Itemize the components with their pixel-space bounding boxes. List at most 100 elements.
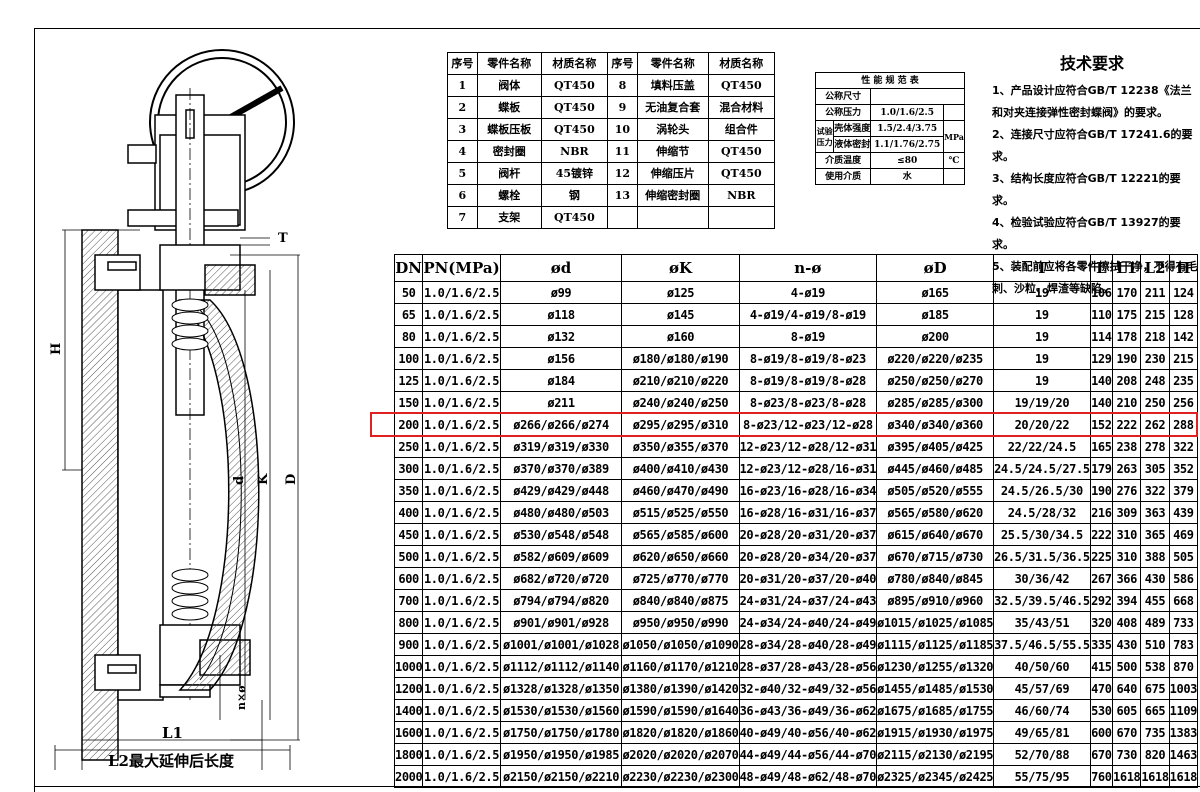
perf-medium-label: 使用介质	[814, 168, 872, 185]
spec-cell: ø211	[499, 391, 623, 414]
spec-cell: 800	[393, 611, 424, 634]
spec-cell: 505	[1168, 545, 1199, 568]
spec-cell: 1000	[393, 655, 424, 678]
spec-cell: ø582/ø609/ø609	[499, 545, 623, 568]
spec-cell: 439	[1168, 501, 1199, 524]
parts-header-cell: 序号	[447, 52, 478, 75]
spec-cell: 19	[993, 347, 1091, 370]
spec-cell: 1618	[1140, 765, 1170, 788]
spec-cell: ø1590/ø1590/ø1640	[621, 699, 740, 722]
spec-cell: 24-ø34/24-ø40/24-ø49	[738, 611, 878, 634]
parts-cell: 密封圈	[476, 140, 542, 163]
spec-header-cell: L2	[1140, 254, 1170, 282]
spec-cell: ø620/ø650/ø660	[621, 545, 740, 568]
spec-cell: 1.0/1.6/2.5	[422, 567, 501, 590]
parts-cell: 45镀锌	[540, 162, 609, 185]
spec-cell: ø1915/ø1930/ø1975	[876, 721, 995, 744]
parts-cell: 3	[447, 118, 478, 141]
parts-cell: QT450	[540, 206, 609, 229]
spec-cell: 8-ø23/8-ø23/8-ø28	[738, 391, 878, 414]
spec-cell: 450	[393, 523, 424, 546]
spec-cell: 222	[1112, 413, 1142, 436]
spec-cell: 106	[1089, 281, 1114, 304]
parts-cell: 钢	[540, 184, 609, 207]
parts-cell: 组合件	[707, 118, 776, 141]
spec-cell: 600	[393, 567, 424, 590]
spec-cell: ø400/ø410/ø430	[621, 457, 740, 480]
spec-cell: ø395/ø405/ø425	[876, 435, 995, 458]
spec-cell: ø118	[499, 303, 623, 326]
spec-cell: 1618	[1112, 765, 1142, 788]
spec-cell: ø266/ø266/ø274	[499, 413, 623, 436]
parts-cell: 8	[607, 74, 638, 97]
requirement-item: 1、产品设计应符合GB/T 12238《法兰和对夹连接弹性密封蝶阀》的要求。	[992, 84, 1192, 119]
spec-cell: 32-ø40/32-ø49/32-ø56	[738, 677, 878, 700]
spec-cell: 675	[1140, 677, 1170, 700]
spec-cell: ø460/ø470/ø490	[621, 479, 740, 502]
spec-cell: 128	[1168, 303, 1199, 326]
parts-cell: QT450	[707, 74, 776, 97]
spec-cell: 379	[1168, 479, 1199, 502]
spec-cell: 262	[1140, 413, 1170, 436]
spec-cell: ø1115/ø1125/ø1185	[876, 633, 995, 656]
label-nxo: n×ø	[235, 685, 248, 710]
spec-cell: 1.0/1.6/2.5	[422, 325, 501, 348]
spec-cell: ø350/ø355/ø370	[621, 435, 740, 458]
spec-cell: 510	[1140, 633, 1170, 656]
spec-cell: 1.0/1.6/2.5	[422, 457, 501, 480]
spec-cell: 538	[1140, 655, 1170, 678]
parts-cell: 伸缩压片	[636, 162, 709, 185]
spec-cell: ø445/ø460/ø485	[876, 457, 995, 480]
spec-cell: 366	[1112, 567, 1142, 590]
spec-cell: 24.5/26.5/30	[993, 479, 1091, 502]
spec-cell: 278	[1140, 435, 1170, 458]
spec-cell: 1.0/1.6/2.5	[422, 765, 501, 788]
spec-cell: ø895/ø910/ø960	[876, 589, 995, 612]
spec-cell: ø725/ø770/ø770	[621, 567, 740, 590]
spec-cell: ø670/ø715/ø730	[876, 545, 995, 568]
parts-cell: 12	[607, 162, 638, 185]
spec-cell: ø1380/ø1390/ø1420	[621, 677, 740, 700]
spec-cell: 19	[993, 325, 1091, 348]
spec-cell: 1003	[1168, 677, 1199, 700]
parts-cell: QT450	[540, 118, 609, 141]
spec-header-cell: ød	[499, 254, 623, 282]
spec-header-cell: H	[1168, 254, 1199, 282]
spec-cell: 388	[1140, 545, 1170, 568]
spec-cell: 190	[1112, 347, 1142, 370]
spec-cell: 35/43/51	[993, 611, 1091, 634]
spec-cell: ø1530/ø1530/ø1560	[499, 699, 623, 722]
perf-shell-label: 壳体强度	[833, 120, 872, 137]
disc	[178, 299, 260, 691]
spec-cell: 783	[1168, 633, 1199, 656]
spec-cell: 32.5/39.5/46.5	[993, 589, 1091, 612]
spec-cell: 8-ø19/8-ø19/8-ø28	[738, 369, 878, 392]
spec-header-cell: T	[993, 254, 1091, 282]
spec-cell: 28-ø34/28-ø40/28-ø49	[738, 633, 878, 656]
spec-cell: 350	[393, 479, 424, 502]
spec-cell: 24.5/24.5/27.5	[993, 457, 1091, 480]
parts-header-cell: 材质名称	[540, 52, 609, 75]
spec-cell: 19	[993, 369, 1091, 392]
spec-cell: 110	[1089, 303, 1114, 326]
spec-cell: 730	[1112, 743, 1142, 766]
spec-cell: ø125	[621, 281, 740, 304]
spec-cell: 170	[1112, 281, 1142, 304]
spec-cell: ø145	[621, 303, 740, 326]
spec-header-cell: PN(MPa)	[422, 254, 501, 282]
spec-cell: 178	[1112, 325, 1142, 348]
perf-nominal-size: 公称尺寸	[814, 88, 872, 105]
spec-cell: 150	[393, 391, 424, 414]
spec-cell: 230	[1140, 347, 1170, 370]
parts-cell: 阀体	[476, 74, 542, 97]
perf-shell-value: 1.5/2.4/3.75	[870, 120, 945, 137]
parts-cell: 9	[607, 96, 638, 119]
